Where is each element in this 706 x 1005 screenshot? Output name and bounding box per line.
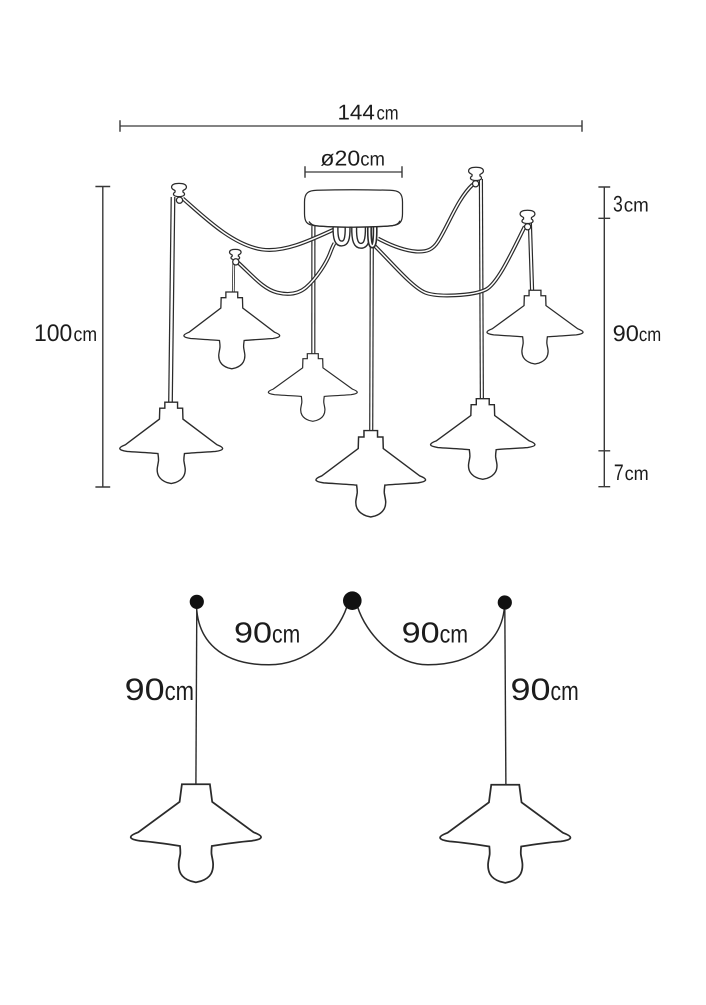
- svg-text:144: 144: [338, 101, 375, 125]
- svg-text:cm: cm: [625, 463, 649, 485]
- svg-text:cm: cm: [624, 195, 649, 217]
- svg-text:90: 90: [402, 618, 440, 650]
- svg-text:ø20: ø20: [320, 146, 360, 170]
- svg-text:90: 90: [511, 672, 551, 707]
- svg-text:cm: cm: [272, 621, 300, 649]
- svg-text:3: 3: [613, 192, 623, 217]
- svg-text:cm: cm: [74, 324, 98, 346]
- svg-text:cm: cm: [377, 103, 399, 125]
- svg-text:cm: cm: [440, 621, 469, 649]
- svg-text:cm: cm: [551, 676, 579, 706]
- svg-text:100: 100: [34, 320, 72, 347]
- svg-text:7: 7: [614, 460, 624, 485]
- svg-text:cm: cm: [639, 324, 661, 346]
- svg-text:cm: cm: [165, 676, 194, 706]
- svg-text:90: 90: [234, 618, 272, 650]
- svg-text:90: 90: [613, 321, 639, 346]
- svg-text:cm: cm: [360, 148, 385, 170]
- svg-text:90: 90: [125, 672, 165, 707]
